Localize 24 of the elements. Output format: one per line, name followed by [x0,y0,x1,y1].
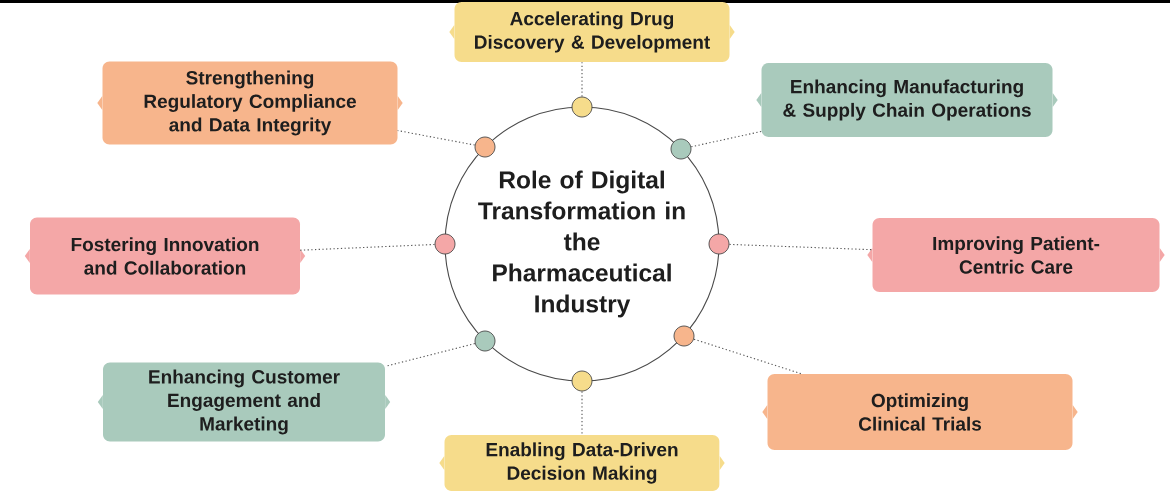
connector-dot [670,138,692,160]
connector-line [397,130,476,146]
topic-box: Enabling Data-Driven Decision Making [439,435,725,491]
topic-box: Fostering Innovation and Collaboration [24,217,306,295]
topic-box: Optimizing Clinical Trials [762,374,1078,450]
connector-dot [708,233,730,255]
connector-line [299,243,436,251]
topic-box: Accelerating Drug Discovery & Development [449,2,735,62]
connector-dot [434,233,456,255]
connector-line [384,343,476,367]
connector-dot [571,370,593,392]
topic-box: Improving Patient-Centric Care [867,218,1165,292]
topic-box: Strengthening Regulatory Compliance and Data Integrity [97,61,403,145]
connector-dot [571,96,593,118]
connector-line [728,243,873,251]
connector-line [581,61,583,98]
topic-box: Enhancing Customer Engagement and Marketing [97,362,391,442]
connector-dot [673,325,695,347]
connector-dot [474,136,496,158]
connector-line [693,338,802,375]
topic-box: Enhancing Manufacturing & Supply Chain Operations [756,63,1058,137]
connector-dot [474,330,496,352]
connector-line [581,390,583,436]
connector-line [690,130,762,148]
